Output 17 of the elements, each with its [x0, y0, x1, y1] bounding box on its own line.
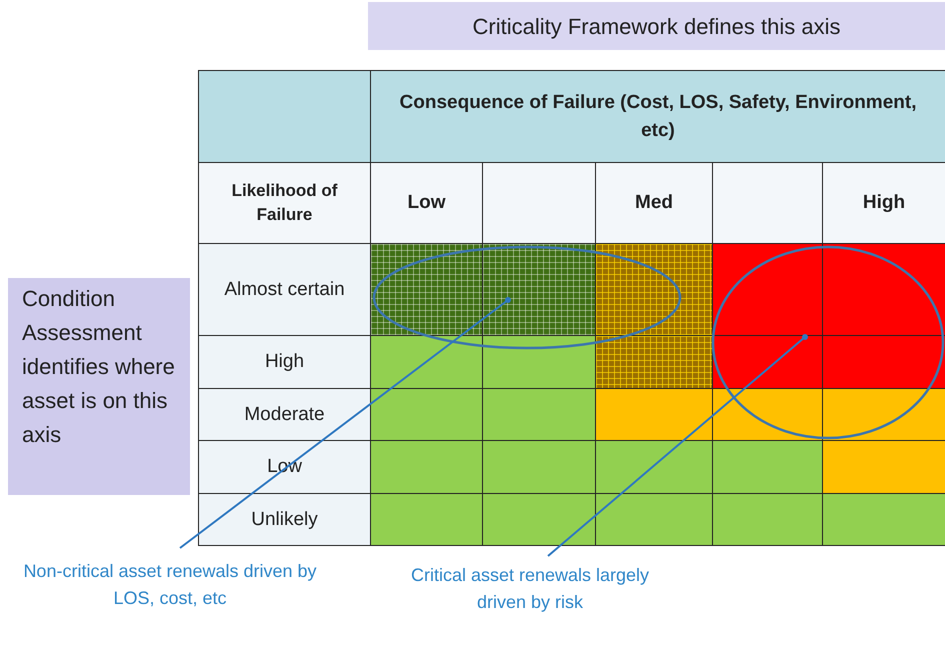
callout-box: Condition Assessment identifies where asset is on this axis [8, 278, 190, 495]
leader-line [547, 334, 808, 557]
table-header: Med [595, 162, 713, 244]
callout-text: Non-critical asset renewals driven by LOS, cost, etc [20, 548, 320, 650]
callout-text: Critical asset renewals largely driven by risk [400, 556, 660, 650]
table-header: Low [370, 162, 483, 244]
highlight-ellipse [372, 245, 682, 350]
row-label: Unlikely [198, 493, 371, 546]
table-header: Consequence of Failure (Cost, LOS, Safety, Environment, etc) [370, 70, 945, 163]
table-header: High [822, 162, 945, 244]
axis-banner: Criticality Framework defines this axis [368, 2, 945, 50]
leader-line [179, 297, 511, 549]
row-label: Almost certain [198, 243, 371, 336]
row-label: High [198, 335, 371, 389]
row-label: Moderate [198, 388, 371, 441]
table-header: Likelihood of Failure [198, 162, 371, 244]
highlight-ellipse [711, 245, 945, 440]
